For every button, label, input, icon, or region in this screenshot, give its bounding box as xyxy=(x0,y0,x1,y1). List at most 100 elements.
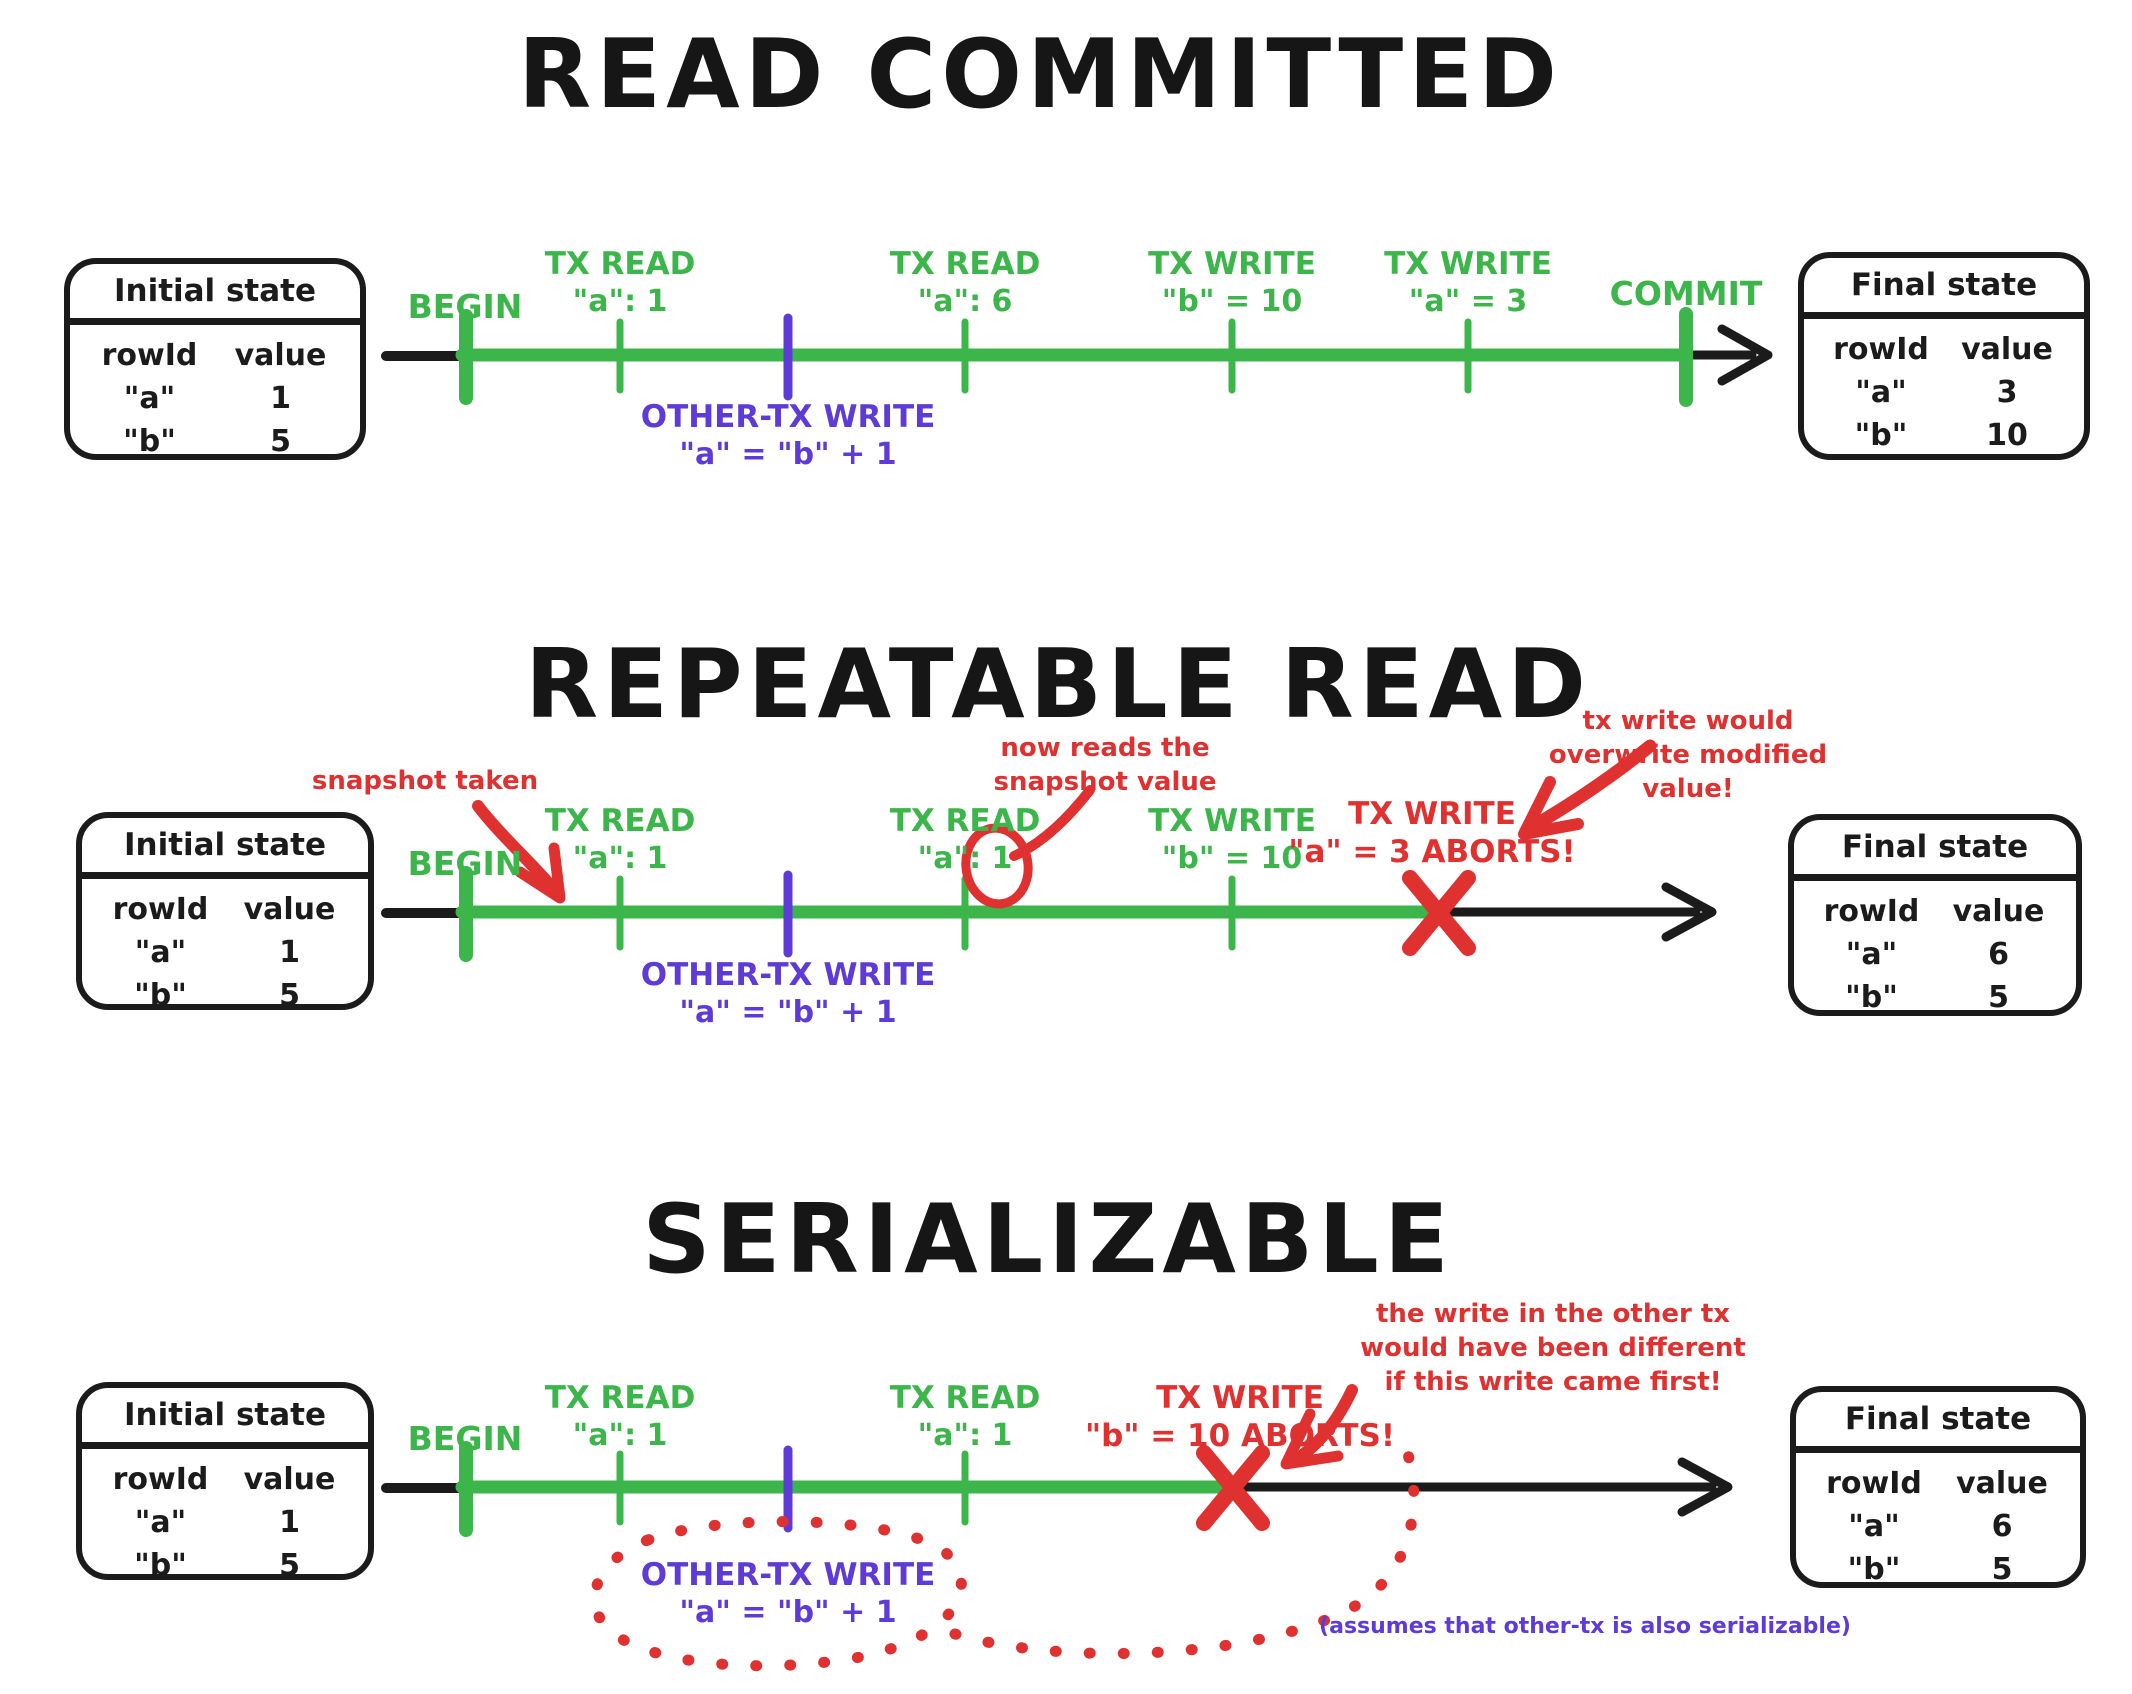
table-title: Final state xyxy=(1804,258,2084,319)
table-row: "b"5 xyxy=(1847,1552,2013,1587)
col-value: value xyxy=(1961,332,2053,367)
event-label: TX READ xyxy=(889,246,1041,282)
other-tx-write-value: "a" = "b" + 1 xyxy=(679,437,897,472)
timeline-read-committed xyxy=(381,307,1773,407)
event-value: "a": 1 xyxy=(572,841,668,876)
col-value: value xyxy=(243,1462,336,1497)
table-row: "a"3 xyxy=(1855,375,2018,410)
col-value: value xyxy=(1952,894,2045,929)
other-tx-write-label: OTHER-TX WRITE xyxy=(640,957,936,993)
event-label: TX READ xyxy=(544,803,696,839)
arrowhead-icon xyxy=(1677,1457,1733,1517)
serializable-note: (assumes that other-tx is also serializa… xyxy=(1319,1614,1851,1639)
event-label: TX READ xyxy=(544,1380,696,1416)
table-header: rowId value xyxy=(1818,332,2070,368)
abort-value: "b" = 10 ABORTS! xyxy=(1084,1418,1396,1454)
overwrite-annotation: value! xyxy=(1642,774,1734,804)
arrowhead-icon xyxy=(1717,324,1773,386)
initial-state-table: Initial state rowId value "a"1 "b"5 xyxy=(64,258,366,460)
abort-label: TX WRITE xyxy=(1156,1380,1324,1416)
different-write-annotation: if this write came first! xyxy=(1384,1367,1722,1397)
table-row: "b"5 xyxy=(123,424,291,459)
table-row: "b"5 xyxy=(134,1548,300,1583)
event-label: TX READ xyxy=(889,803,1041,839)
table-title: Initial state xyxy=(70,264,360,325)
now-reads-pointer-icon xyxy=(1009,785,1095,861)
event-value: "a" = 3 xyxy=(1408,284,1528,319)
table-title: Initial state xyxy=(82,818,368,879)
table-header: rowId value xyxy=(1810,1466,2066,1502)
col-value: value xyxy=(1956,1466,2048,1501)
abort-label: TX WRITE xyxy=(1348,796,1516,832)
snapshot-value-circle-icon xyxy=(961,823,1033,909)
table-row: "a"1 xyxy=(134,1505,300,1540)
timeline-serializable xyxy=(381,1384,1733,1672)
event-value: "b" = 10 xyxy=(1161,841,1303,876)
table-header: rowId value xyxy=(84,338,346,374)
different-write-annotation: the write in the other tx xyxy=(1375,1299,1731,1329)
begin-label: BEGIN xyxy=(407,1419,523,1458)
table-title: Final state xyxy=(1794,820,2076,881)
final-state-table: Final state rowId value "a"6 "b"5 xyxy=(1788,814,2082,1016)
final-state-table: Final state rowId value "a"3 "b"10 xyxy=(1798,252,2090,460)
event-value: "b" = 10 xyxy=(1161,284,1303,319)
overwrite-annotation: tx write would xyxy=(1582,706,1794,736)
commit-label: COMMIT xyxy=(1609,274,1763,313)
different-write-annotation: would have been different xyxy=(1360,1333,1746,1363)
table-header: rowId value xyxy=(96,1462,354,1498)
table-row: "b"5 xyxy=(134,978,300,1013)
col-value: value xyxy=(243,892,336,927)
other-tx-write-value: "a" = "b" + 1 xyxy=(679,1595,897,1630)
section-title-serializable: SERIALIZABLE xyxy=(642,1185,1454,1295)
col-rowid: rowId xyxy=(1833,332,1929,367)
dotted-dependency-curve-icon xyxy=(589,1439,1420,1672)
overwrite-arrow-icon xyxy=(1518,739,1657,840)
col-rowid: rowId xyxy=(112,1462,209,1497)
table-header: rowId value xyxy=(96,892,354,928)
col-value: value xyxy=(234,338,327,373)
col-rowid: rowId xyxy=(1826,1466,1922,1501)
section-title-repeatable-read: REPEATABLE READ xyxy=(524,630,1592,740)
begin-label: BEGIN xyxy=(407,287,523,326)
table-row: "b"10 xyxy=(1854,418,2028,453)
table-title: Initial state xyxy=(82,1388,368,1449)
different-write-arrow-icon xyxy=(1280,1384,1358,1470)
snapshot-arrow-icon xyxy=(472,800,566,904)
begin-label: BEGIN xyxy=(407,844,523,883)
table-row: "b"5 xyxy=(1845,980,2009,1015)
initial-state-table: Initial state rowId value "a"1 "b"5 xyxy=(76,812,374,1013)
abort-value: "a" = 3 ABORTS! xyxy=(1288,834,1576,870)
event-label: TX READ xyxy=(889,1380,1041,1416)
event-value: "a": 1 xyxy=(917,841,1013,876)
event-label: TX WRITE xyxy=(1148,803,1316,839)
timeline-repeatable-read xyxy=(381,739,1717,962)
event-label: TX READ xyxy=(544,246,696,282)
event-value: "a": 1 xyxy=(917,1418,1013,1453)
event-value: "a": 1 xyxy=(572,284,668,319)
final-state-table: Final state rowId value "a"6 "b"5 xyxy=(1790,1386,2086,1588)
event-label: TX WRITE xyxy=(1384,246,1552,282)
event-value: "a": 1 xyxy=(572,1418,668,1453)
col-rowid: rowId xyxy=(112,892,209,927)
event-label: TX WRITE xyxy=(1148,246,1316,282)
other-tx-write-value: "a" = "b" + 1 xyxy=(679,995,897,1030)
table-row: "a"1 xyxy=(123,381,291,416)
col-rowid: rowId xyxy=(1823,894,1920,929)
now-reads-annotation: snapshot value xyxy=(993,767,1217,797)
arrowhead-icon xyxy=(1661,882,1717,942)
table-row: "a"1 xyxy=(134,935,300,970)
other-tx-write-label: OTHER-TX WRITE xyxy=(640,399,936,435)
overwrite-annotation: overwrite modified xyxy=(1548,740,1828,770)
abort-x-icon xyxy=(1196,1445,1270,1531)
section-title-read-committed: READ COMMITTED xyxy=(518,20,1562,130)
table-row: "a"6 xyxy=(1845,937,2009,972)
table-title: Final state xyxy=(1796,1392,2080,1453)
other-tx-write-label: OTHER-TX WRITE xyxy=(640,1557,936,1593)
now-reads-annotation: now reads the xyxy=(1000,733,1210,763)
initial-state-table: Initial state rowId value "a"1 "b"5 xyxy=(76,1382,374,1583)
col-rowid: rowId xyxy=(101,338,198,373)
event-value: "a": 6 xyxy=(917,284,1013,319)
table-row: "a"6 xyxy=(1848,1509,2013,1544)
